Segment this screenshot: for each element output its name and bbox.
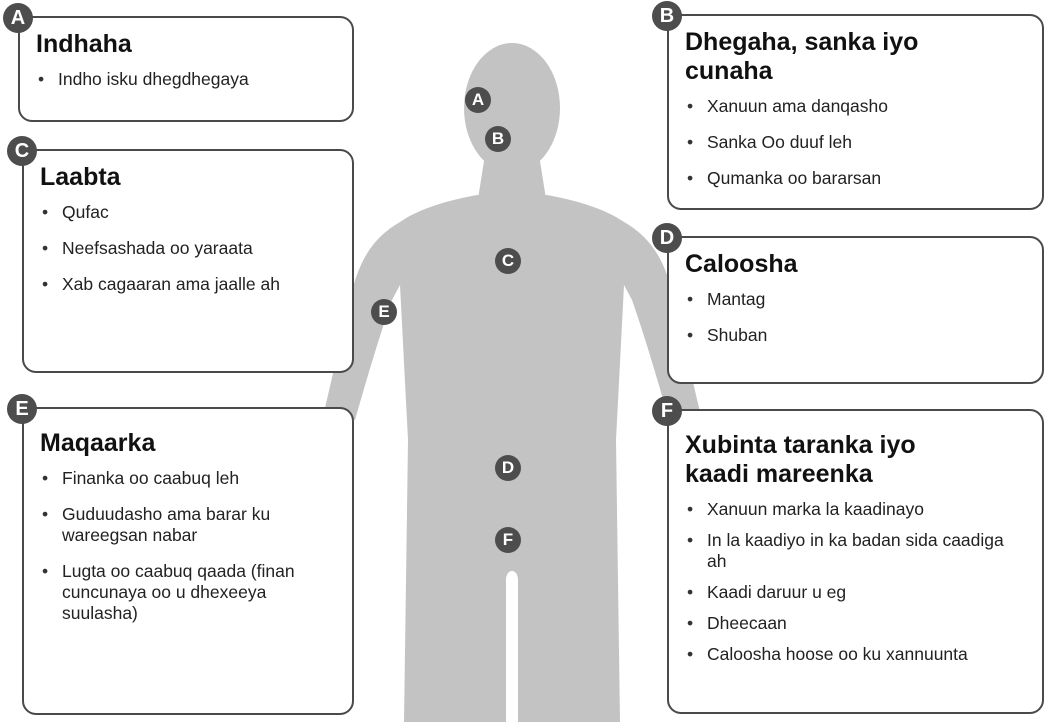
badge-a: A — [3, 3, 33, 33]
list-item: In la kaadiyo in ka badan sida caadiga a… — [685, 530, 1026, 572]
card-eyes: A Indhaha Indho isku dhegdhegaya — [18, 16, 354, 122]
card-eyes-list: Indho isku dhegdhegaya — [36, 69, 336, 90]
marker-c: C — [495, 248, 521, 274]
card-ear-nose-throat-title: Dhegaha, sanka iyo cunaha — [685, 28, 985, 86]
card-chest-list: Qufac Neefsashada oo yaraata Xab cagaara… — [40, 202, 336, 295]
list-item: Guduudasho ama barar ku wareegsan nabar — [40, 504, 336, 546]
list-item: Qumanka oo bararsan — [685, 168, 1026, 189]
card-skin-list: Finanka oo caabuq leh Guduudasho ama bar… — [40, 468, 336, 624]
list-item: Xanuun marka la kaadinayo — [685, 499, 1026, 520]
list-item: Dheecaan — [685, 613, 1026, 634]
list-item: Caloosha hoose oo ku xannuunta — [685, 644, 1026, 665]
badge-d: D — [652, 223, 682, 253]
list-item: Indho isku dhegdhegaya — [36, 69, 336, 90]
card-ear-nose-throat-list: Xanuun ama danqasho Sanka Oo duuf leh Qu… — [685, 96, 1026, 189]
marker-e: E — [371, 299, 397, 325]
card-genital-urinary: F Xubinta taranka iyo kaadi mareenka Xan… — [667, 409, 1044, 714]
card-eyes-title: Indhaha — [36, 30, 336, 59]
list-item: Xanuun ama danqasho — [685, 96, 1026, 117]
card-stomach-title: Caloosha — [685, 250, 1026, 279]
list-item: Kaadi daruur u eg — [685, 582, 1026, 603]
card-genital-urinary-list: Xanuun marka la kaadinayo In la kaadiyo … — [685, 499, 1026, 665]
marker-f: F — [495, 527, 521, 553]
badge-f: F — [652, 396, 682, 426]
badge-b: B — [652, 1, 682, 31]
list-item: Neefsashada oo yaraata — [40, 238, 336, 259]
list-item: Shuban — [685, 325, 1026, 346]
list-item: Sanka Oo duuf leh — [685, 132, 1026, 153]
marker-a: A — [465, 87, 491, 113]
marker-d: D — [495, 455, 521, 481]
list-item: Finanka oo caabuq leh — [40, 468, 336, 489]
list-item: Lugta oo caabuq qaada (finan cuncunaya o… — [40, 561, 336, 624]
list-item: Mantag — [685, 289, 1026, 310]
marker-b: B — [485, 126, 511, 152]
card-stomach-list: Mantag Shuban — [685, 289, 1026, 346]
card-chest: C Laabta Qufac Neefsashada oo yaraata Xa… — [22, 149, 354, 373]
badge-e: E — [7, 394, 37, 424]
card-chest-title: Laabta — [40, 163, 336, 192]
card-genital-urinary-title: Xubinta taranka iyo kaadi mareenka — [685, 431, 985, 489]
list-item: Xab cagaaran ama jaalle ah — [40, 274, 336, 295]
list-item: Qufac — [40, 202, 336, 223]
badge-c: C — [7, 136, 37, 166]
card-stomach: D Caloosha Mantag Shuban — [667, 236, 1044, 384]
card-ear-nose-throat: B Dhegaha, sanka iyo cunaha Xanuun ama d… — [667, 14, 1044, 210]
silhouette-shape — [322, 43, 702, 722]
card-skin: E Maqaarka Finanka oo caabuq leh Guduuda… — [22, 407, 354, 715]
card-skin-title: Maqaarka — [40, 429, 336, 458]
